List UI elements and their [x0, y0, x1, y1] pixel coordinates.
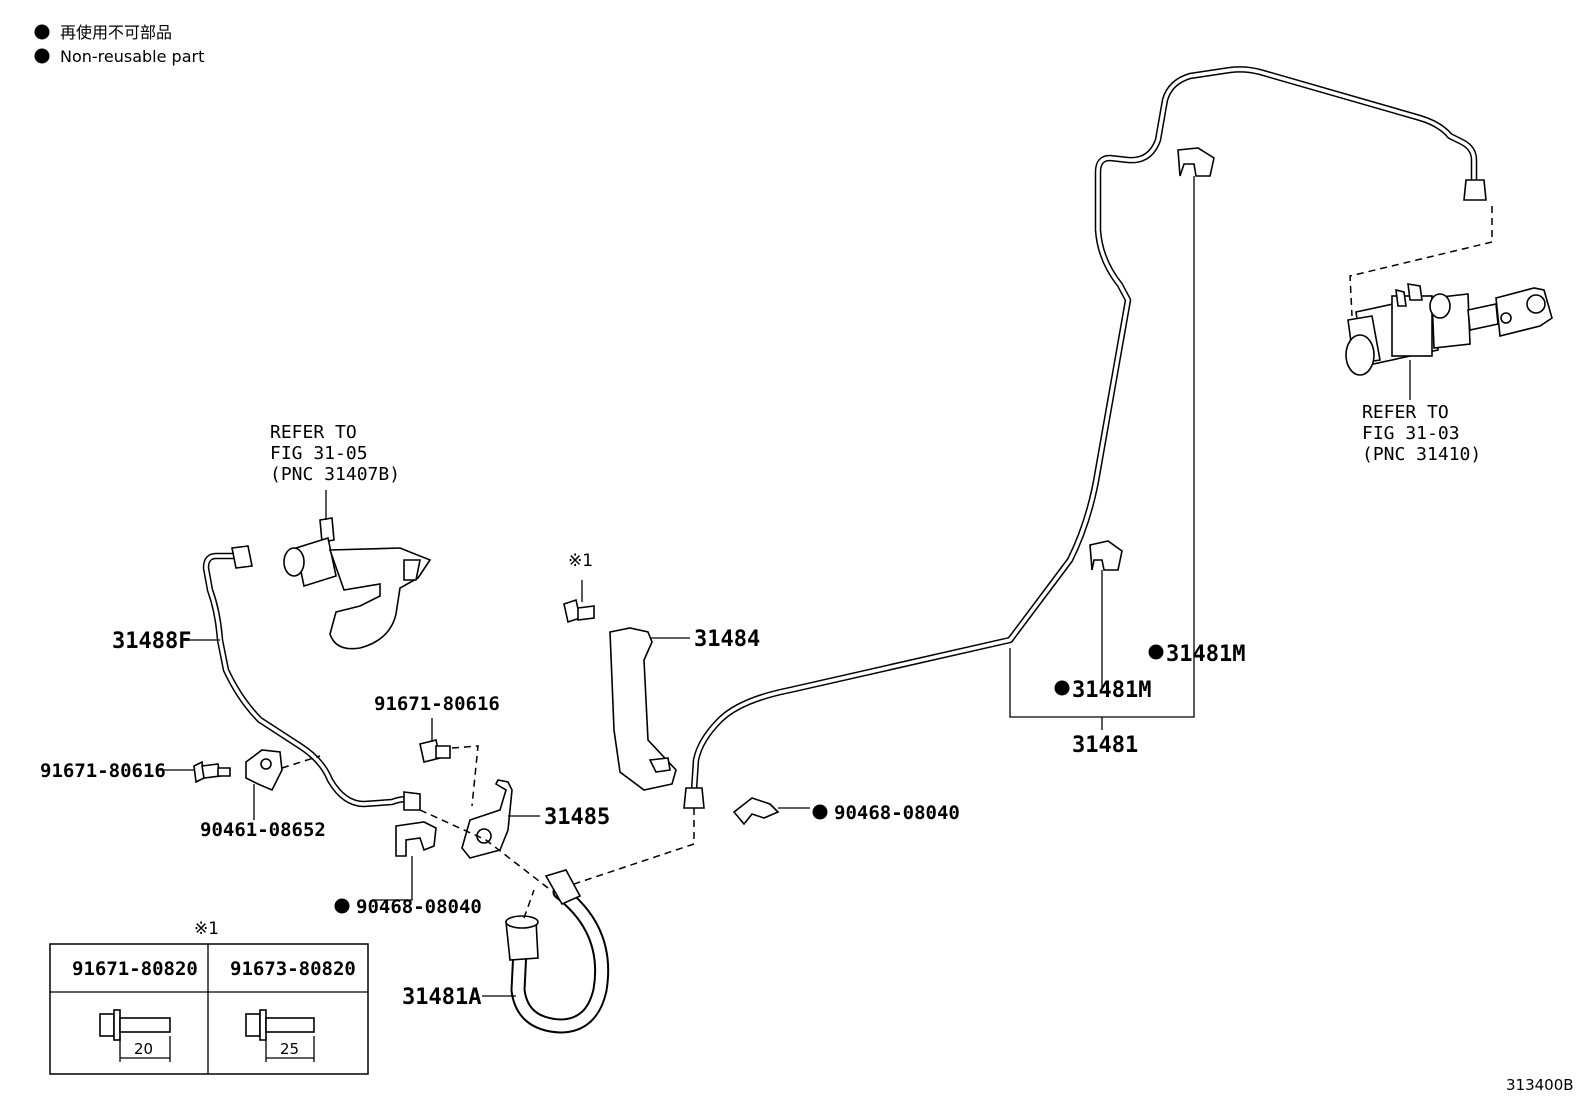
legend-jp: 再使用不可部品	[60, 23, 172, 42]
bracket-90461-08652	[245, 749, 283, 792]
non-reusable-dot-icon	[1054, 680, 1070, 696]
release-cylinder	[283, 490, 432, 650]
hose-31481A	[505, 869, 610, 1034]
ref-left-line1: REFER TO	[270, 422, 357, 443]
bracket-31485	[461, 779, 513, 859]
pipe-31481	[683, 66, 1487, 809]
label-31481M-upper: 31481M	[1166, 642, 1245, 667]
legend: 再使用不可部品 Non-reusable part	[34, 23, 204, 66]
bolt-length-2: 25	[280, 1040, 299, 1058]
ref-left-line3: (PNC 31407B)	[270, 464, 400, 485]
master-cylinder	[1345, 206, 1553, 400]
label-31484: 31484	[694, 627, 760, 652]
bolt-table: ※1 91671-80820 91673-80820 20 25	[49, 919, 369, 1075]
bolt-91671-80616-mid	[419, 739, 451, 763]
figure-code: 313400B	[1506, 1076, 1574, 1094]
label-91671-80616-left: 91671-80616	[40, 760, 166, 782]
label-90468-08040-right: 90468-08040	[834, 802, 960, 824]
bracket-31484	[609, 627, 677, 791]
label-91671-80616-mid: 91671-80616	[374, 693, 500, 715]
bolt-drawing-1: 20	[99, 1009, 171, 1062]
non-reusable-dot-icon	[34, 24, 50, 40]
bolt-table-part-2: 91673-80820	[230, 958, 356, 980]
bolt-table-caption: ※1	[194, 919, 219, 939]
ref-right-line1: REFER TO	[1362, 402, 1449, 423]
label-31485: 31485	[544, 805, 610, 830]
bolt-drawing-2: 25	[245, 1009, 315, 1062]
pipe-31488F	[202, 545, 421, 811]
ref-right-line3: (PNC 31410)	[1362, 444, 1481, 465]
ref-right-line2: FIG 31-03	[1362, 423, 1460, 444]
legend-en: Non-reusable part	[60, 47, 204, 66]
label-31481A: 31481A	[402, 985, 481, 1010]
ref-left-line2: FIG 31-05	[270, 443, 368, 464]
label-31481: 31481	[1072, 733, 1138, 758]
bolt-note-1	[563, 580, 595, 624]
non-reusable-dot-icon	[812, 804, 828, 820]
bolt-table-part-1: 91671-80820	[72, 958, 198, 980]
clamp-31481M-upper	[1177, 147, 1215, 177]
reference-left: REFER TO FIG 31-05 (PNC 31407B)	[270, 422, 400, 485]
label-90468-08040-left: 90468-08040	[356, 896, 482, 918]
clamp-31481M-lower	[1089, 540, 1123, 571]
clip-90468-08040-left	[395, 821, 437, 857]
bolt-91671-80616-left	[193, 760, 231, 784]
non-reusable-dot-icon	[1148, 644, 1164, 660]
label-31488F: 31488F	[112, 629, 191, 654]
non-reusable-dot-icon	[34, 48, 50, 64]
non-reusable-dot-icon	[334, 898, 350, 914]
reference-right: REFER TO FIG 31-03 (PNC 31410)	[1362, 402, 1481, 465]
label-90461-08652: 90461-08652	[200, 819, 326, 841]
bolt-length-1: 20	[134, 1040, 153, 1058]
label-31481M-lower: 31481M	[1072, 678, 1151, 703]
note-mark-1: ※1	[568, 551, 593, 571]
clip-90468-08040-right	[732, 797, 780, 826]
